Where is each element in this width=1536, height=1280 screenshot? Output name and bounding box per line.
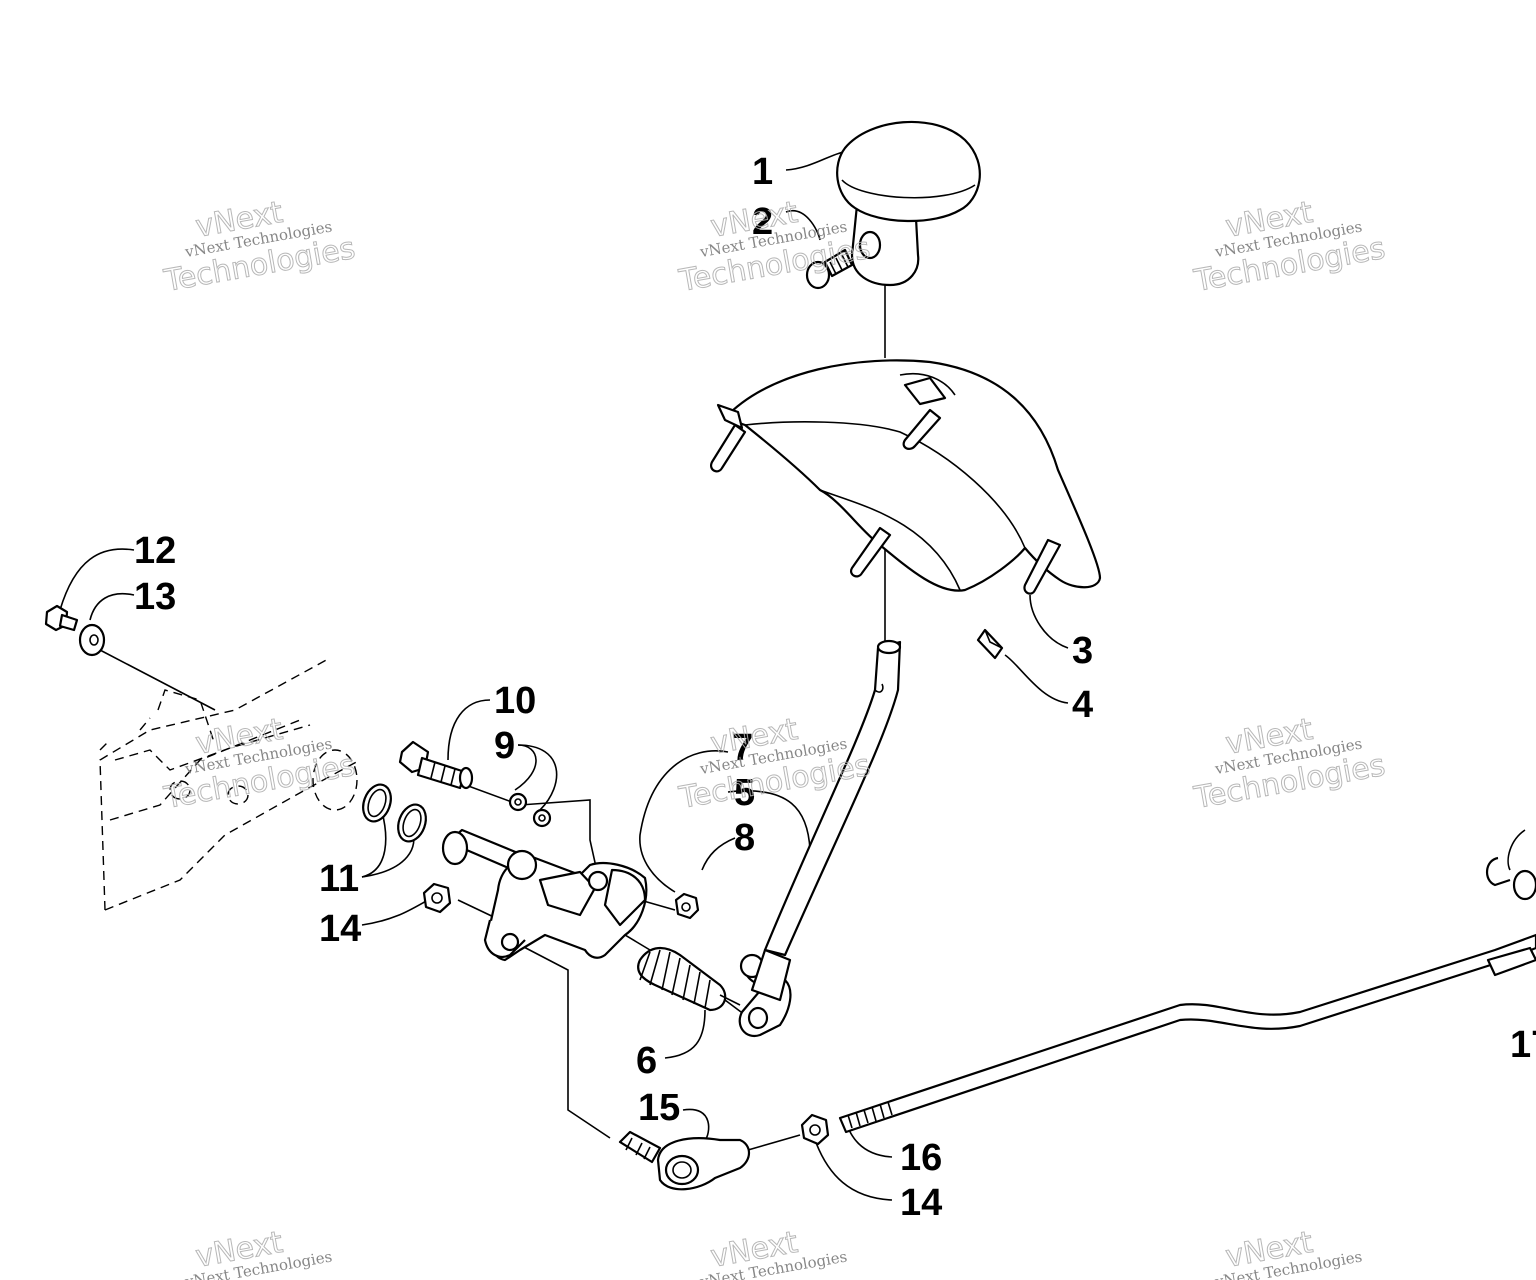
callout-14-upper: 14 — [319, 908, 361, 950]
callout-8: 8 — [734, 817, 755, 859]
watermarks: vNext vNext Technologies Technologies vN… — [160, 194, 1388, 1280]
shift-lever — [738, 639, 902, 1038]
bolt-washers — [508, 792, 552, 828]
callout-labels: 1 2 3 4 5 6 7 8 9 10 11 12 13 14 14 15 1… — [134, 151, 1536, 1224]
callout-10: 10 — [494, 680, 536, 722]
shift-gate-cover — [710, 359, 1102, 595]
lever-nut — [674, 892, 700, 920]
callout-4: 4 — [1072, 684, 1093, 726]
callout-11: 11 — [319, 858, 359, 900]
ball-joint — [618, 1130, 751, 1191]
return-spring — [637, 947, 741, 1012]
callout-2: 2 — [752, 201, 773, 243]
callout-14-lower: 14 — [900, 1182, 942, 1224]
pivot-bolt — [398, 740, 474, 790]
knob-screw — [805, 248, 854, 290]
leader-lines — [59, 151, 1069, 1201]
jam-nut-lower — [800, 1113, 830, 1146]
o-rings — [362, 783, 427, 843]
callout-5: 5 — [734, 772, 755, 814]
frame-bolt-washer — [44, 604, 106, 657]
callout-12: 12 — [134, 530, 176, 572]
pivot-bracket — [441, 828, 648, 962]
callout-15: 15 — [638, 1087, 680, 1129]
callout-7: 7 — [732, 727, 753, 769]
pin-and-clip — [976, 628, 1004, 660]
callout-6: 6 — [636, 1040, 657, 1082]
callout-9: 9 — [494, 725, 515, 767]
callout-16: 16 — [900, 1137, 942, 1179]
linkage-clip — [1486, 829, 1536, 901]
callout-1: 1 — [752, 151, 773, 193]
shift-rod — [838, 933, 1536, 1134]
shift-knob — [836, 120, 981, 287]
callout-3: 3 — [1072, 630, 1093, 672]
callout-13: 13 — [134, 576, 176, 618]
frame-bracket — [99, 657, 361, 911]
callout-17: 17 — [1510, 1024, 1536, 1066]
jam-nut-upper — [422, 882, 452, 914]
